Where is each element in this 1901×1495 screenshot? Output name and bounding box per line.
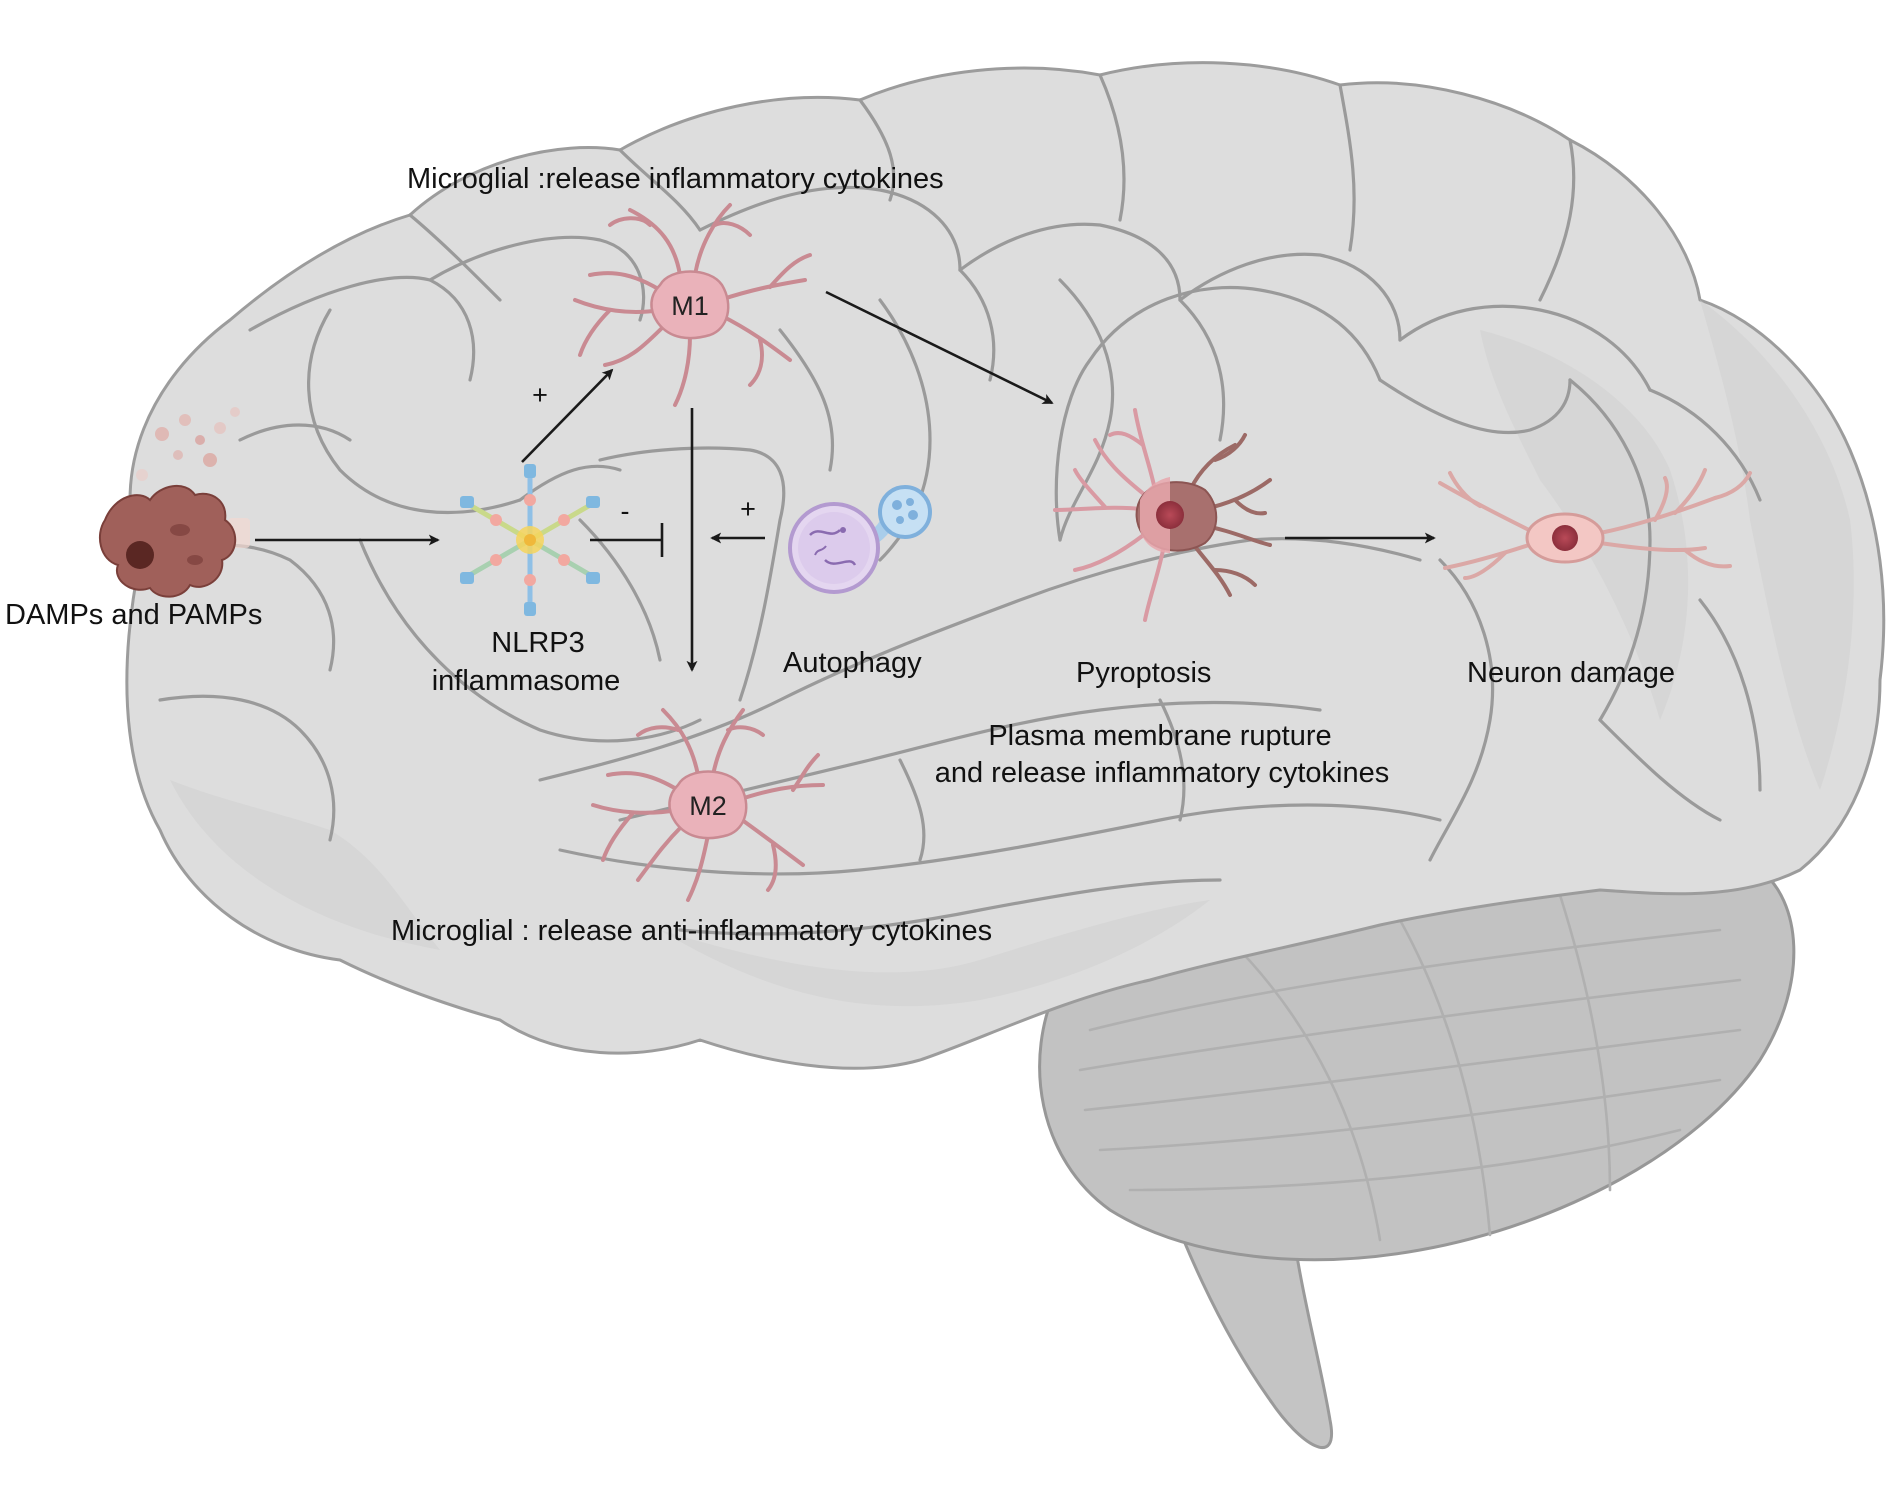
damaged-cell-icon xyxy=(98,407,250,598)
microglia-m2-icon: M2 xyxy=(591,708,825,902)
nlrp3-label-line2: inflammasome xyxy=(432,665,621,697)
autophagy-label: Autophagy xyxy=(783,647,922,679)
pyroptosis-note-line2: and release inflammatory cytokines xyxy=(935,757,1390,789)
inflammasome-icon xyxy=(460,464,600,616)
pyroptosis-note-line1: Plasma membrane rupture xyxy=(988,720,1331,752)
pyroptotic-cell-icon xyxy=(1053,408,1272,622)
neuron-damage-label: Neuron damage xyxy=(1467,657,1675,689)
m2-label: M2 xyxy=(689,791,727,821)
sign-plus-autophagy: + xyxy=(740,494,756,524)
m1-label: M1 xyxy=(671,291,709,321)
microglia-m1-icon: M1 xyxy=(573,203,812,407)
neuron-icon xyxy=(1438,468,1752,580)
cerebrum xyxy=(125,61,1886,1070)
brain-illustration xyxy=(125,61,1886,1450)
arrow-m1-to-pyroptosis xyxy=(825,290,1054,405)
arrow-nlrp3-to-m1 xyxy=(521,368,614,463)
sign-minus-inhibit: - xyxy=(621,496,630,526)
pyroptosis-label: Pyroptosis xyxy=(1076,657,1211,689)
microglia-m1-caption: Microglial :release inflammatory cytokin… xyxy=(407,163,944,195)
microglia-m2-caption: Microglial : release anti-inflammatory c… xyxy=(391,915,992,947)
damps-label: DAMPs and PAMPs xyxy=(5,599,262,631)
arrows xyxy=(255,290,1436,672)
sign-plus-nlrp3-m1: + xyxy=(532,380,548,410)
autophagosome-icon xyxy=(788,485,932,594)
nlrp3-label-line1: NLRP3 xyxy=(491,627,585,659)
